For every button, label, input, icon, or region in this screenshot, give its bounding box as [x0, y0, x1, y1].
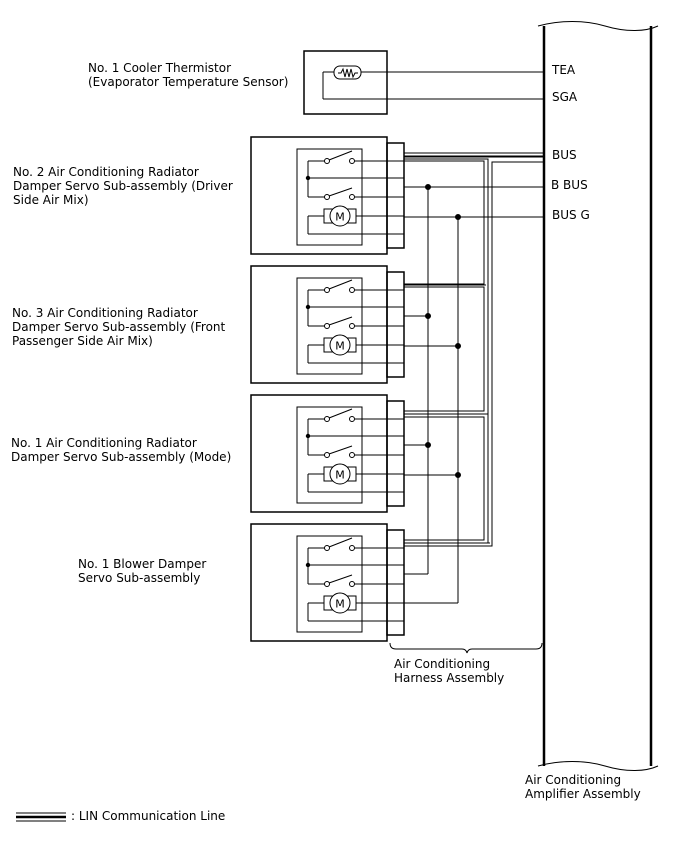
servo-mode-label-line2: Damper Servo Sub-assembly (Mode) — [11, 450, 232, 464]
blower-servo-label: No. 1 Blower Damper Servo Sub-assembly — [78, 557, 206, 585]
thermistor-label: No. 1 Cooler Thermistor (Evaporator Temp… — [88, 61, 288, 89]
amplifier-assembly — [537, 21, 659, 771]
servo-unit-driver: M — [250, 136, 405, 255]
servo-driver-label: No. 2 Air Conditioning Radiator Damper S… — [13, 165, 233, 207]
amplifier-label-line1: Air Conditioning — [525, 773, 622, 787]
pin-b-bus: B BUS — [551, 178, 588, 192]
motor-symbol: M — [335, 340, 345, 353]
amplifier-label: Air Conditioning Amplifier Assembly — [525, 773, 641, 801]
legend-lin-label: : LIN Communication Line — [71, 809, 226, 823]
servo-driver-label-line2: Damper Servo Sub-assembly (Driver — [13, 179, 233, 193]
lin-bus — [404, 152, 544, 547]
servo-passenger-label: No. 3 Air Conditioning Radiator Damper S… — [12, 306, 225, 348]
servo-passenger-label-line1: No. 3 Air Conditioning Radiator — [12, 306, 198, 320]
pin-bus: BUS — [552, 148, 577, 162]
pin-bus-g: BUS G — [552, 208, 590, 222]
lin-legend-symbol — [16, 812, 66, 822]
thermistor-label-line1: No. 1 Cooler Thermistor — [88, 61, 232, 75]
servo-mode-label: No. 1 Air Conditioning Radiator Damper S… — [11, 436, 231, 464]
pin-sga: SGA — [552, 90, 578, 104]
pin-tea: TEA — [552, 63, 576, 77]
harness-label-line2: Harness Assembly — [394, 671, 505, 685]
harness-label-line1: Air Conditioning — [394, 657, 491, 671]
servo-mode-label-line1: No. 1 Air Conditioning Radiator — [11, 436, 197, 450]
servo-unit-passenger: M — [250, 265, 405, 384]
servo-passenger-label-line3: Passenger Side Air Mix) — [12, 334, 153, 348]
harness-brace — [389, 642, 543, 654]
motor-symbol: M — [335, 598, 345, 611]
servo-driver-label-line3: Side Air Mix) — [13, 193, 89, 207]
servo-driver-label-line1: No. 2 Air Conditioning Radiator — [13, 165, 199, 179]
motor-symbol: M — [335, 211, 345, 224]
blower-servo-label-line1: No. 1 Blower Damper — [78, 557, 207, 571]
blower-servo-label-line2: Servo Sub-assembly — [78, 571, 201, 585]
servo-unit-mode: M — [250, 394, 405, 513]
amplifier-label-line2: Amplifier Assembly — [525, 787, 641, 801]
motor-symbol: M — [335, 469, 345, 482]
servo-passenger-label-line2: Damper Servo Sub-assembly (Front — [12, 320, 226, 334]
thermistor-label-line2: (Evaporator Temperature Sensor) — [88, 75, 289, 89]
servo-unit-blower: M — [250, 523, 405, 642]
harness-label: Air Conditioning Harness Assembly — [394, 657, 504, 685]
power-ground-lines — [404, 184, 544, 604]
thermistor-unit — [303, 50, 544, 115]
